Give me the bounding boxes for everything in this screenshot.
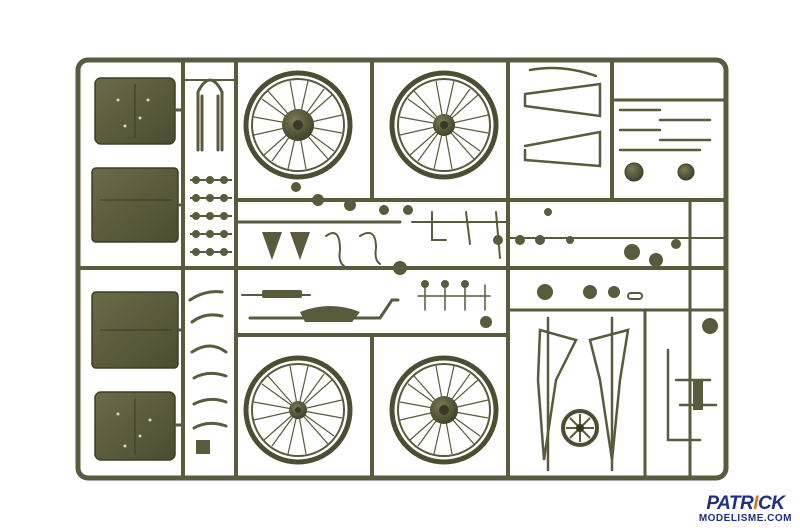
small-parts	[241, 182, 718, 334]
strut-parts	[536, 316, 718, 472]
peg-parts	[190, 176, 232, 256]
watermark-part-b: I	[753, 493, 759, 514]
watermark-part-a: PATR	[706, 493, 754, 514]
wheel-parts	[243, 70, 599, 465]
watermark-brand: PATRICK	[699, 494, 792, 513]
gear-parts	[624, 162, 695, 182]
watermark-logo: PATRICK MODELISME.COM	[699, 494, 792, 524]
watermark-part-c: CK	[758, 493, 785, 514]
watermark-domain: MODELISME.COM	[698, 513, 792, 524]
fork-parts	[188, 78, 228, 454]
lever-parts	[523, 66, 712, 168]
panel-parts	[91, 77, 183, 461]
